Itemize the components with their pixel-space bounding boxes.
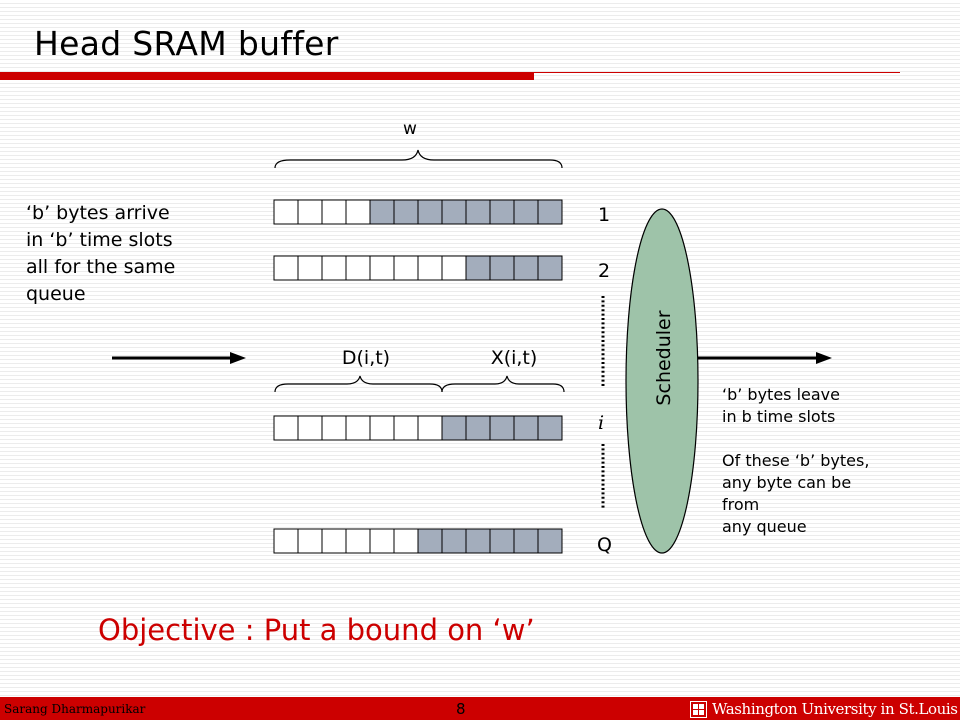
- paragraph-gap: [722, 428, 952, 450]
- filled-cell: [393, 199, 419, 225]
- d-label: D(i,t): [342, 347, 390, 369]
- arrival-line: in ‘b’ time slots: [26, 229, 173, 251]
- filled-cell: [465, 199, 491, 225]
- filled-cell: [441, 415, 467, 441]
- queue-1: [273, 199, 563, 225]
- empty-cell: [273, 415, 299, 441]
- queue-2: [273, 255, 563, 281]
- filled-cell: [417, 528, 443, 554]
- filled-cell: [441, 199, 467, 225]
- title-underline-thin: [534, 72, 900, 73]
- filled-cell: [489, 255, 515, 281]
- objective-text: Objective : Put a bound on ‘w’: [98, 613, 535, 647]
- empty-cell: [345, 199, 371, 225]
- input-arrow: [112, 352, 246, 364]
- empty-cell: [369, 528, 395, 554]
- empty-cell: [273, 199, 299, 225]
- departure-description: ‘b’ bytes leave in b time slots Of these…: [722, 384, 952, 538]
- filled-cell: [537, 255, 563, 281]
- empty-cell: [321, 199, 347, 225]
- departure-line: from: [722, 495, 760, 514]
- empty-cell: [297, 199, 323, 225]
- empty-cell: [441, 255, 467, 281]
- arrival-line: all for the same: [26, 256, 176, 278]
- queue-label-i: i: [598, 412, 604, 434]
- filled-cell: [489, 528, 515, 554]
- filled-cell: [369, 199, 395, 225]
- empty-cell: [297, 528, 323, 554]
- filled-cell: [537, 528, 563, 554]
- queue-q: [273, 528, 563, 554]
- filled-cell: [465, 528, 491, 554]
- x-label: X(i,t): [491, 347, 538, 369]
- departure-line: any byte can be: [722, 473, 852, 492]
- queue-label-2: 2: [598, 260, 610, 282]
- departure-line: ‘b’ bytes leave: [722, 385, 840, 404]
- d-brace: [274, 375, 443, 393]
- filled-cell: [417, 199, 443, 225]
- filled-cell: [465, 255, 491, 281]
- empty-cell: [393, 528, 419, 554]
- empty-cell: [297, 415, 323, 441]
- empty-cell: [321, 255, 347, 281]
- university-shield-icon: [690, 701, 707, 718]
- filled-cell: [441, 528, 467, 554]
- empty-cell: [345, 528, 371, 554]
- empty-cell: [345, 415, 371, 441]
- departure-line: in b time slots: [722, 407, 836, 426]
- empty-cell: [273, 528, 299, 554]
- empty-cell: [417, 415, 443, 441]
- empty-cell: [321, 415, 347, 441]
- filled-cell: [537, 199, 563, 225]
- filled-cell: [465, 415, 491, 441]
- filled-cell: [489, 415, 515, 441]
- university-logo: Washington University in St.Louis: [690, 700, 958, 719]
- queue-i: [273, 415, 563, 441]
- empty-cell: [369, 415, 395, 441]
- title-underline: [0, 72, 534, 80]
- scheduler-label: Scheduler: [653, 310, 675, 405]
- empty-cell: [297, 255, 323, 281]
- footer-bar: [0, 697, 960, 720]
- slide-title: Head SRAM buffer: [34, 24, 339, 63]
- width-label: w: [403, 119, 417, 139]
- scheduler-ellipse: [625, 208, 699, 554]
- x-brace: [441, 375, 565, 393]
- filled-cell: [513, 528, 539, 554]
- footer-author: Sarang Dharmapurikar: [4, 702, 146, 716]
- empty-cell: [321, 528, 347, 554]
- arrival-line: queue: [26, 283, 86, 305]
- filled-cell: [513, 199, 539, 225]
- empty-cell: [273, 255, 299, 281]
- arrival-description: ‘b’ bytes arrive in ‘b’ time slots all f…: [26, 200, 246, 308]
- empty-cell: [369, 255, 395, 281]
- empty-cell: [345, 255, 371, 281]
- empty-cell: [393, 415, 419, 441]
- departure-line: any queue: [722, 517, 807, 536]
- queue-label-1: 1: [598, 204, 610, 226]
- width-brace: [274, 149, 563, 169]
- departure-line: Of these ‘b’ bytes,: [722, 451, 870, 470]
- arrival-line: ‘b’ bytes arrive: [26, 202, 170, 224]
- filled-cell: [489, 199, 515, 225]
- filled-cell: [513, 415, 539, 441]
- output-arrow: [686, 352, 832, 364]
- university-name: Washington University in St.Louis: [712, 700, 958, 718]
- empty-cell: [417, 255, 443, 281]
- page-number: 8: [456, 700, 466, 718]
- empty-cell: [393, 255, 419, 281]
- filled-cell: [537, 415, 563, 441]
- queue-label-q: Q: [597, 534, 612, 556]
- filled-cell: [513, 255, 539, 281]
